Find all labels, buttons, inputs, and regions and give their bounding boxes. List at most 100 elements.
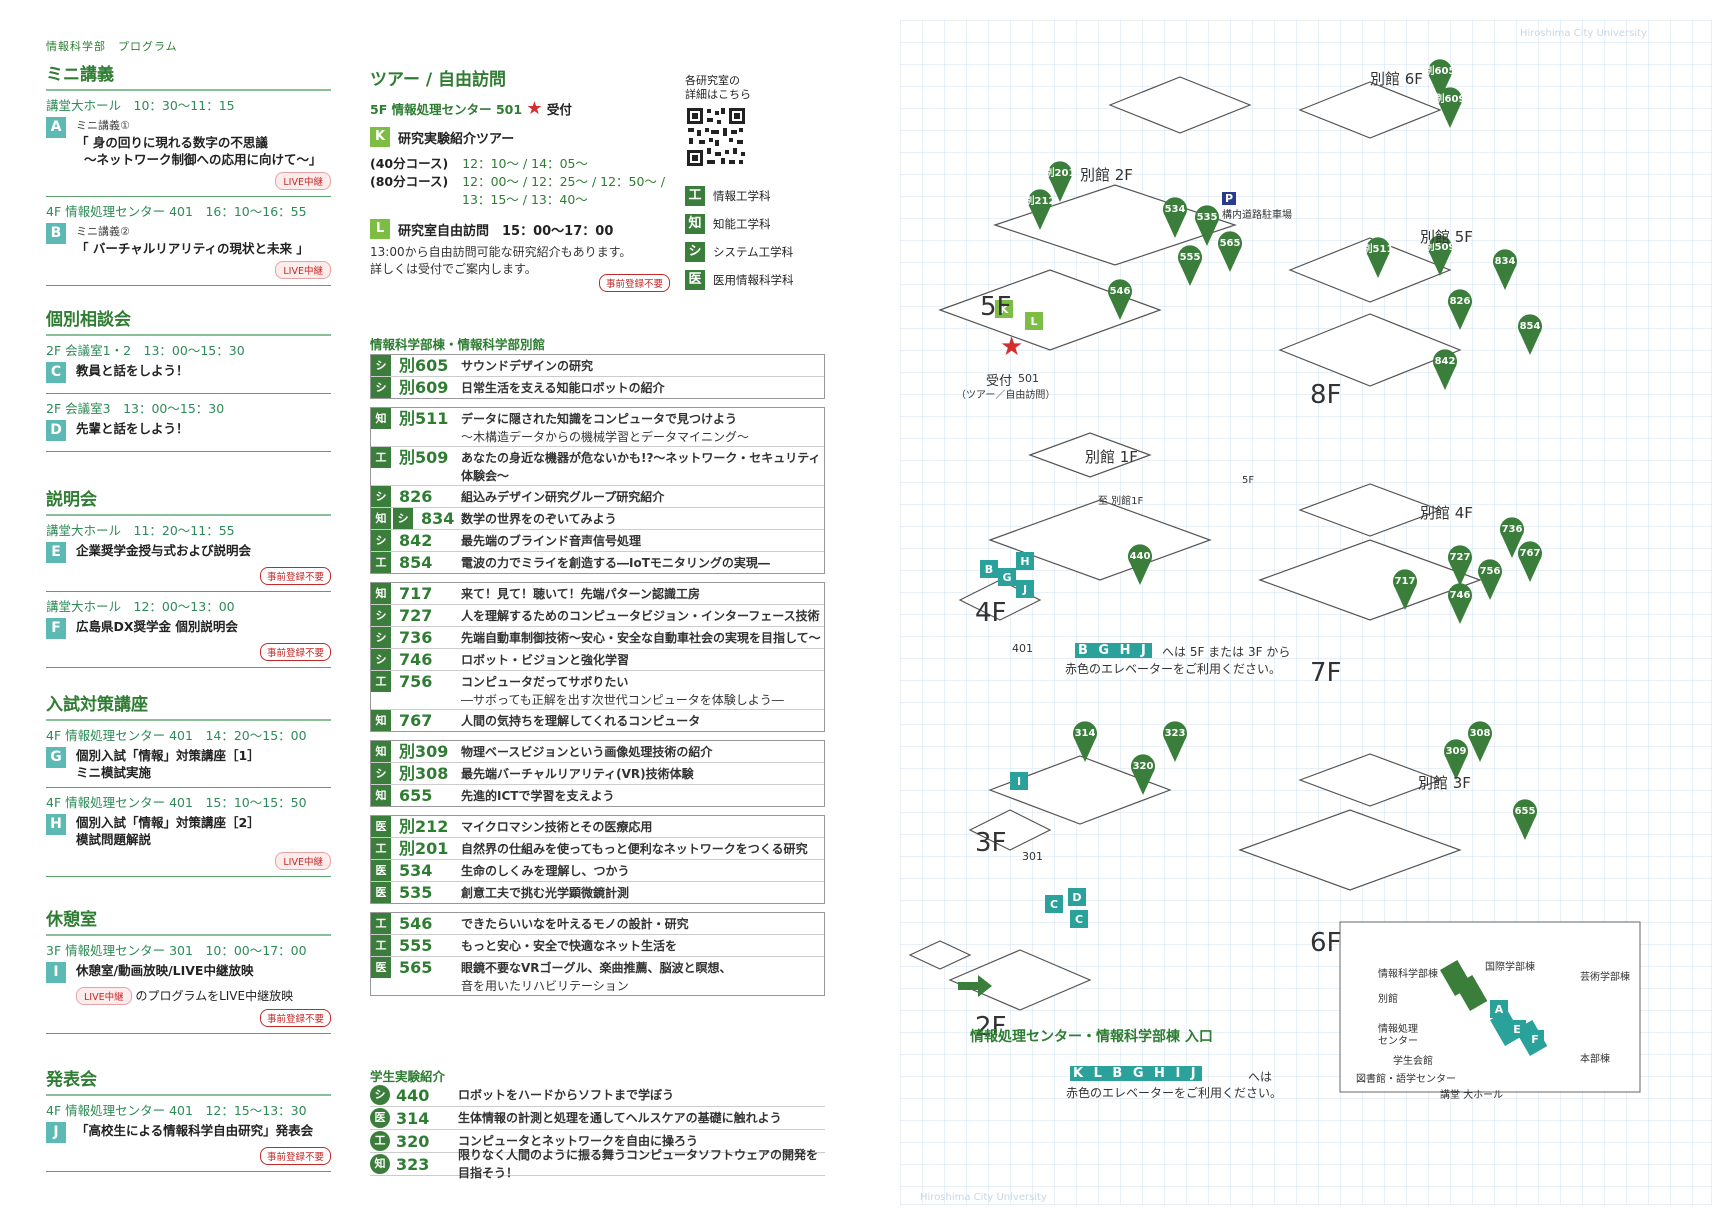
map-label: Hiroshima City University <box>1520 28 1647 39</box>
map-label: 本部棟 <box>1580 1054 1610 1065</box>
lab-room: 727 <box>399 606 433 625</box>
room-pin-icon: 323 <box>1163 721 1187 762</box>
live-tag: LIVE中継 <box>275 852 331 870</box>
map-label: 7F <box>1310 658 1342 688</box>
floor-plate <box>908 940 972 970</box>
qr-block: 各研究室の 詳細はこちら 工情報工学科 知知能工学科 シシステム工 <box>685 74 805 290</box>
dept-badge: 工 <box>371 447 391 468</box>
room-pin-icon: 309 <box>1444 739 1468 780</box>
event-d: 2F 会議室3 13：00〜15：30 D 先輩と話をしよう！ <box>46 394 331 452</box>
student-row[interactable]: シ 440 ロボットをハードからソフトまで学ぼう <box>370 1084 825 1107</box>
rest-section: 休憩室 3F 情報処理センター 301 10：00〜17：00 I 休憩室/動画… <box>46 905 331 1034</box>
dept-icon: 医 <box>685 270 705 290</box>
map-label: 別館 <box>1378 994 1398 1005</box>
svg-text:555: 555 <box>1180 252 1201 263</box>
lab-title: サウンドデザインの研究 <box>461 359 594 373</box>
room-pin-icon: 826 <box>1448 289 1472 330</box>
students-title: 学生実験紹介 <box>370 1069 446 1084</box>
lab-room: 別212 <box>399 817 449 836</box>
lab-title: 人間の気持ちを理解してくれるコンピュータ <box>461 714 701 728</box>
svg-text:L: L <box>1030 315 1037 328</box>
svg-text:565: 565 <box>1220 238 1241 249</box>
map-label: 別館 2F <box>1080 166 1133 184</box>
svg-text:826: 826 <box>1450 296 1471 307</box>
map-label: 赤色のエレベーターをご利用ください。 <box>1065 662 1282 676</box>
event-title: 休憩室/動画放映/LIVE中継放映 <box>76 963 254 978</box>
lab-title: 物理ベースビジョンという画像処理技術の紹介 <box>461 745 713 759</box>
lab-title: 限りなく人間のように振る舞うコンピュータソフトウェアの開発を目指そう！ <box>458 1148 819 1180</box>
no-registration-tag: 事前登録不要 <box>259 1147 331 1165</box>
room-pin-icon: 別511 <box>1362 237 1393 278</box>
svg-text:756: 756 <box>1480 566 1501 577</box>
mini-lecture-section: ミニ講義 講堂大ホール 10：30〜11：15 A ミニ講義① 「 身の回りに現… <box>46 60 331 286</box>
lab-room: 756 <box>399 672 433 691</box>
event-c: 2F 会議室1・2 13：00〜15：30 C 教員と話をしよう！ <box>46 336 331 394</box>
room-pin-icon: 854 <box>1518 314 1542 355</box>
floor-plate <box>1278 313 1462 387</box>
room-pin-icon: 555 <box>1178 245 1202 286</box>
tour-title: ツアー / 自由訪問 <box>370 70 507 90</box>
floor-plate <box>1288 237 1452 303</box>
code-badge: H <box>46 814 66 835</box>
student-row[interactable]: 工 320 コンピュータとネットワークを自由に操ろう <box>370 1130 825 1153</box>
room-pin-icon: 別605 <box>1424 59 1455 100</box>
map-label: 赤色のエレベーターをご利用ください。 <box>1066 1086 1283 1100</box>
student-row[interactable]: 知 323 限りなく人間のように振る舞うコンピュータソフトウェアの開発を目指そう… <box>370 1148 825 1180</box>
tour-section: ツアー / 自由訪問 5F 情報処理センター 501 ★ 受付 K 研究実験紹介… <box>370 65 670 292</box>
no-registration-tag: 事前登録不要 <box>259 567 331 585</box>
event-h: 4F 情報処理センター 401 15：10〜15：50 H 個別入試「情報」対策… <box>46 788 331 877</box>
map-label: B G H J <box>1075 643 1152 658</box>
lab-room: 854 <box>399 553 433 572</box>
tour-note-1: 13:00から自由訪問可能な研究紹介もあります。 <box>370 245 632 259</box>
floor-plate <box>988 499 1212 581</box>
dept-badge: 工 <box>371 552 391 573</box>
map-label: 5F <box>980 292 1012 322</box>
event-title-2: 模試問題解説 <box>76 832 152 847</box>
room-pin-icon: 別609 <box>1434 87 1465 128</box>
map-label: へは 5F または 3F から <box>1162 645 1291 659</box>
svg-text:C: C <box>1075 913 1083 926</box>
lab-room: 別309 <box>399 742 449 761</box>
dept-badge: シ <box>371 377 391 398</box>
no-registration-tag: 事前登録不要 <box>259 643 331 661</box>
dept-badge: 工 <box>371 671 391 692</box>
lab-title: 数学の世界をのぞいてみよう <box>461 512 617 526</box>
svg-text:767: 767 <box>1520 548 1541 559</box>
qr-code-icon[interactable] <box>685 106 747 168</box>
room-pin-icon: 535 <box>1195 205 1219 246</box>
student-row[interactable]: 医 314 生体情報の計測と処理を通してヘルスケアの基礎に触れよう <box>370 1107 825 1130</box>
svg-text:320: 320 <box>1133 761 1154 772</box>
map-label: 講堂 大ホール <box>1440 1090 1504 1101</box>
svg-text:308: 308 <box>1470 728 1491 739</box>
lab-room: 717 <box>399 584 433 603</box>
map-label: 3F <box>975 828 1007 858</box>
lab-title: コンピュータだってサボりたい <box>461 675 629 689</box>
section-title: 説明会 <box>46 485 331 516</box>
